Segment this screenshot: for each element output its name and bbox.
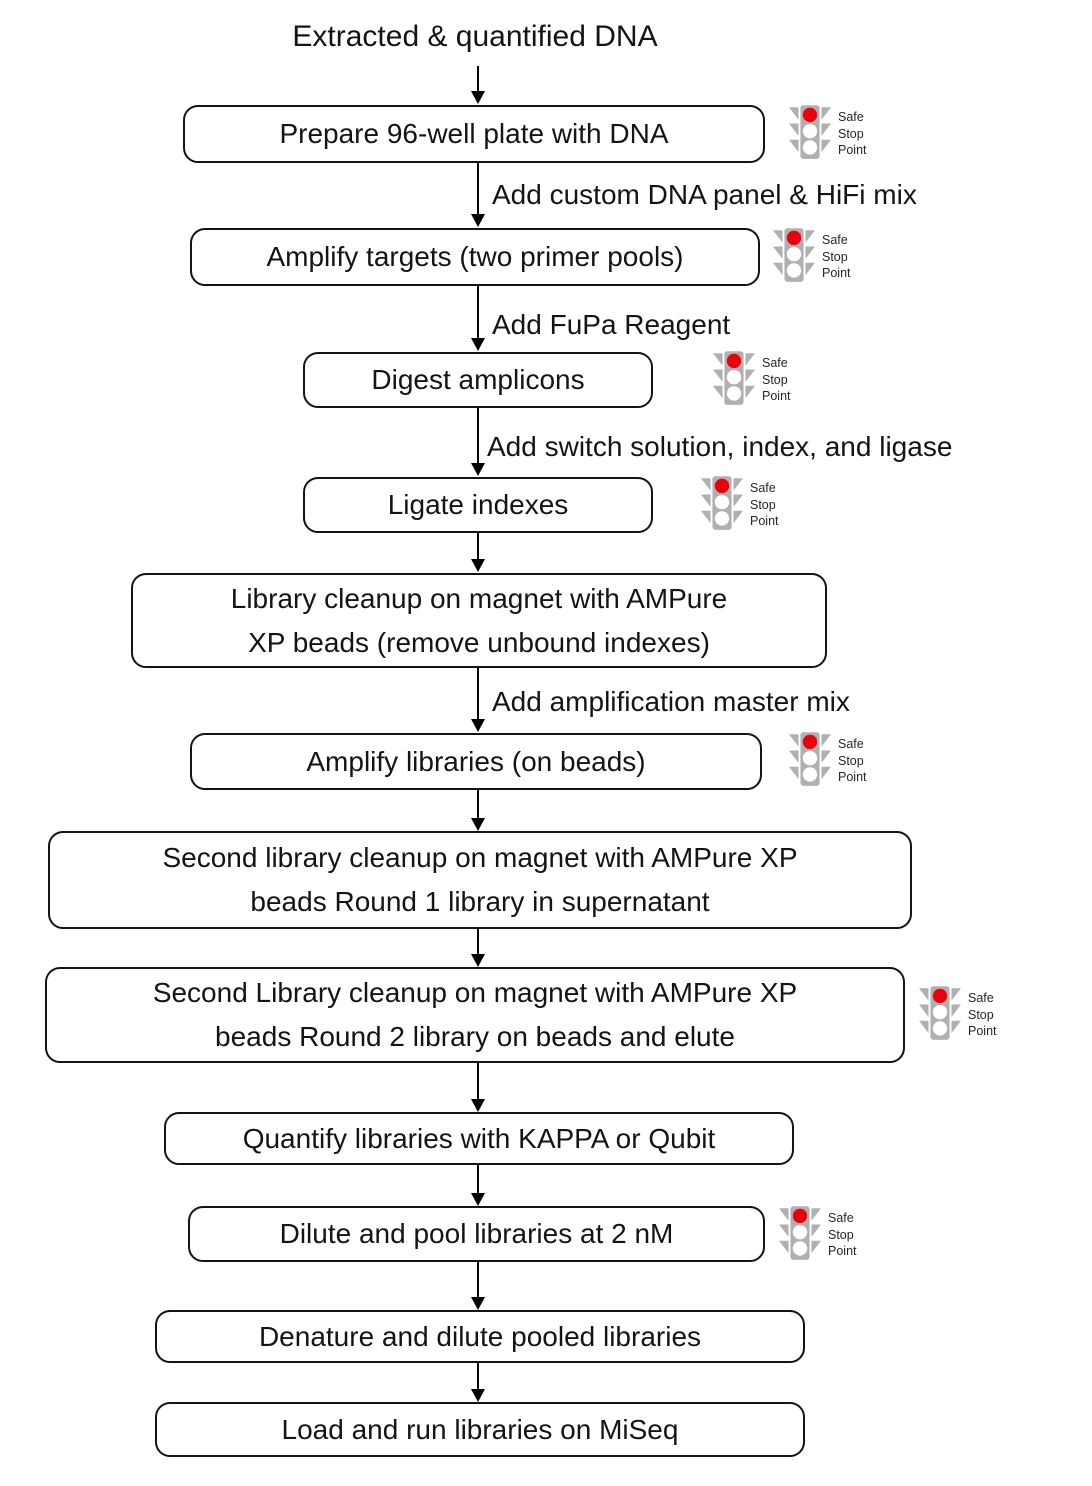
safe-stop-label: Safe Stop Point — [838, 110, 867, 158]
step-box-amplify-libraries: Amplify libraries (on beads) — [190, 733, 762, 790]
step-box-library-cleanup: Library cleanup on magnet with AMPure XP… — [131, 573, 827, 668]
step-label: Amplify targets (two primer pools) — [266, 241, 684, 272]
step-box-quantify-libraries: Quantify libraries with KAPPA or Qubit — [164, 1112, 794, 1165]
edge-label-add-fupa: Add FuPa Reagent — [492, 309, 731, 340]
step-box-load-run: Load and run libraries on MiSeq — [155, 1402, 805, 1457]
flow-arrow — [471, 1063, 485, 1112]
traffic-light-icon — [788, 105, 832, 159]
step-label: Load and run libraries on MiSeq — [281, 1413, 679, 1445]
traffic-light-icon — [788, 732, 832, 786]
flow-arrow — [471, 66, 485, 104]
safe-stop-indicator: Safe Stop Point — [712, 350, 791, 410]
flow-arrow — [471, 408, 485, 476]
flow-arrow — [471, 286, 485, 351]
safe-stop-indicator: Safe Stop Point — [788, 104, 867, 164]
step-box-second-cleanup-round2: Second Library cleanup on magnet with AM… — [45, 967, 905, 1063]
flow-arrow — [471, 668, 485, 732]
step-label: Amplify libraries (on beads) — [306, 745, 646, 777]
step-box-second-cleanup-round1: Second library cleanup on magnet with AM… — [48, 831, 912, 929]
safe-stop-label: Safe Stop Point — [968, 991, 997, 1039]
step-box-dilute-pool: Dilute and pool libraries at 2 nM — [188, 1206, 765, 1262]
safe-stop-indicator: Safe Stop Point — [918, 985, 997, 1045]
safe-stop-indicator: Safe Stop Point — [700, 475, 779, 535]
edge-label-add-panel: Add custom DNA panel & HiFi mix — [492, 179, 917, 210]
flow-arrow — [471, 790, 485, 831]
edge-label-add-master-mix: Add amplification master mix — [492, 686, 850, 717]
traffic-light-icon — [918, 986, 962, 1040]
step-box-prepare-plate: Prepare 96-well plate with DNA — [183, 105, 765, 163]
edge-label-add-switch: Add switch solution, index, and ligase — [487, 431, 953, 462]
step-label: Second library cleanup on magnet with AM… — [162, 842, 798, 873]
step-label: beads Round 2 library on beads and elute — [215, 1021, 735, 1052]
flow-arrow — [471, 1363, 485, 1402]
traffic-light-icon — [772, 228, 816, 282]
traffic-light-icon — [712, 351, 756, 405]
step-label: Quantify libraries with KAPPA or Qubit — [242, 1122, 716, 1154]
safe-stop-label: Safe Stop Point — [750, 481, 779, 529]
step-label: Prepare 96-well plate with DNA — [279, 118, 669, 149]
traffic-light-icon — [778, 1206, 822, 1260]
flow-arrow — [471, 1262, 485, 1310]
flow-arrow — [471, 1165, 485, 1206]
safe-stop-indicator: Safe Stop Point — [772, 227, 851, 287]
safe-stop-label: Safe Stop Point — [828, 1211, 857, 1259]
step-label: Ligate indexes — [387, 489, 569, 520]
flow-arrow — [471, 163, 485, 227]
step-label: Second Library cleanup on magnet with AM… — [152, 977, 798, 1008]
step-label: beads Round 1 library in supernatant — [250, 886, 710, 917]
safe-stop-indicator: Safe Stop Point — [778, 1205, 857, 1265]
safe-stop-label: Safe Stop Point — [838, 737, 867, 785]
step-label: Denature and dilute pooled libraries — [258, 1320, 702, 1352]
step-box-denature-dilute: Denature and dilute pooled libraries — [155, 1310, 805, 1363]
step-box-digest-amplicons: Digest amplicons — [303, 352, 653, 408]
flow-arrow — [471, 533, 485, 572]
traffic-light-icon — [700, 476, 744, 530]
safe-stop-label: Safe Stop Point — [762, 356, 791, 404]
step-label: XP beads (remove unbound indexes) — [248, 626, 710, 658]
safe-stop-label: Safe Stop Point — [822, 233, 851, 281]
flow-title: Extracted & quantified DNA — [292, 20, 658, 53]
step-label: Digest amplicons — [371, 364, 585, 395]
step-box-amplify-targets: Amplify targets (two primer pools) — [190, 228, 760, 286]
step-label: Dilute and pool libraries at 2 nM — [279, 1218, 674, 1249]
safe-stop-indicator: Safe Stop Point — [788, 731, 867, 791]
flow-arrow — [471, 929, 485, 967]
step-box-ligate-indexes: Ligate indexes — [303, 477, 653, 533]
step-label: Library cleanup on magnet with AMPure — [230, 582, 728, 614]
